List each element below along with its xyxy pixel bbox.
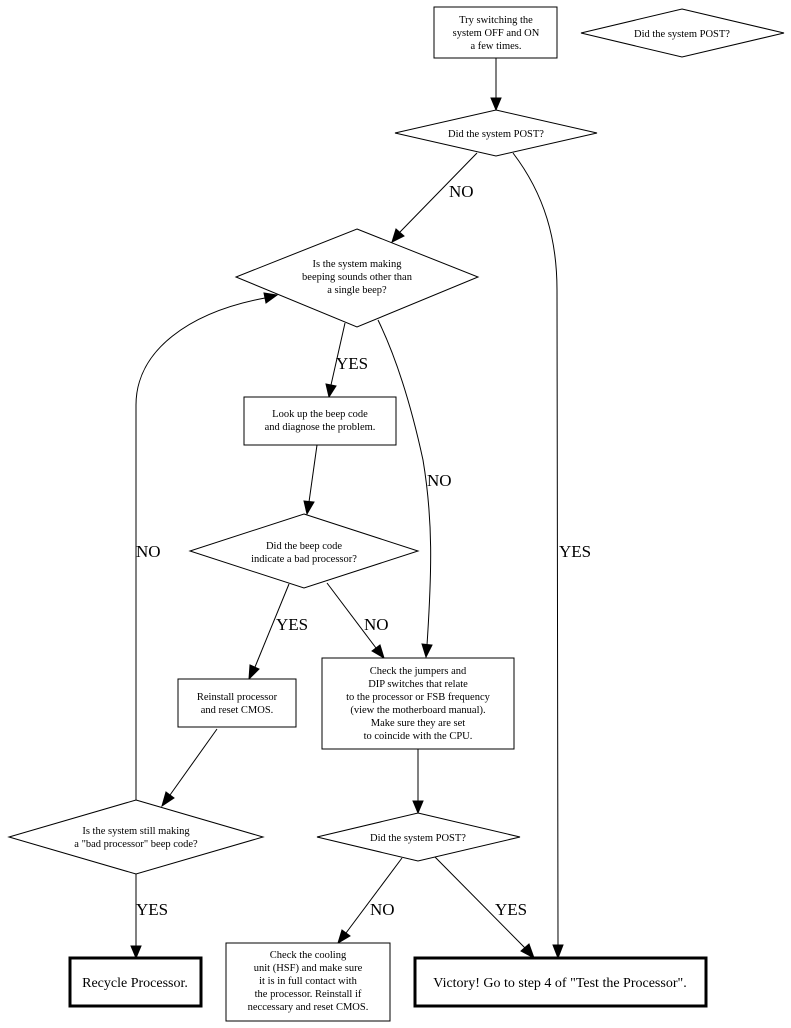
edge-bad-proc-to-jumpers: NO — [326, 582, 389, 660]
node-post1: Did the system POST? — [394, 109, 598, 157]
svg-text:Recycle Processor.: Recycle Processor. — [82, 976, 188, 991]
svg-text:beeping sounds other than: beeping sounds other than — [302, 272, 413, 283]
svg-text:Check the cooling: Check the cooling — [270, 950, 347, 961]
svg-text:and reset CMOS.: and reset CMOS. — [201, 705, 274, 716]
node-jumpers: Check the jumpers and DIP switches that … — [321, 657, 515, 750]
edge-label-bad-proc-no: NO — [364, 615, 389, 634]
edge-beeping-to-jumpers: NO — [377, 319, 452, 659]
svg-text:DIP switches that relate: DIP switches that relate — [368, 679, 468, 690]
edge-label-post2-yes: YES — [495, 900, 527, 919]
edge-label-post1-no: NO — [449, 182, 474, 201]
edge-beeping-to-lookup: YES — [325, 322, 368, 399]
edge-label-still-beep-no: NO — [136, 542, 161, 561]
edge-still-beep-to-beeping: NO — [135, 292, 279, 800]
svg-text:and diagnose the problem.: and diagnose the problem. — [265, 422, 376, 433]
svg-text:Did the beep code: Did the beep code — [266, 541, 342, 552]
edges: NO YES YES NO YES — [130, 58, 591, 960]
edge-label-beeping-yes: YES — [336, 354, 368, 373]
svg-text:a single beep?: a single beep? — [327, 285, 387, 296]
svg-text:Is the system making: Is the system making — [313, 259, 403, 270]
edge-post1-to-victory: YES — [512, 152, 591, 960]
edge-jumpers-to-post2 — [412, 749, 424, 815]
svg-text:a few times.: a few times. — [470, 41, 521, 52]
svg-text:to the processor or FSB freque: to the processor or FSB frequency — [346, 692, 491, 703]
edge-post2-to-cooling: NO — [337, 857, 403, 945]
svg-text:Victory! Go to step 4 of "Test: Victory! Go to step 4 of "Test the Proce… — [433, 976, 686, 991]
node-beeping: Is the system making beeping sounds othe… — [234, 228, 480, 328]
svg-text:Check the jumpers and: Check the jumpers and — [370, 666, 467, 677]
node-post2: Did the system POST? — [316, 812, 521, 862]
svg-text:indicate a bad processor?: indicate a bad processor? — [251, 554, 357, 565]
edge-label-still-beep-yes: YES — [136, 900, 168, 919]
svg-text:to coincide with the CPU.: to coincide with the CPU. — [364, 731, 473, 742]
node-legend-post: Did the system POST? — [580, 8, 785, 58]
svg-text:Did the system POST?: Did the system POST? — [448, 129, 544, 140]
edge-label-post2-no: NO — [370, 900, 395, 919]
edge-post2-to-victory: YES — [434, 856, 535, 960]
edge-bad-proc-to-reinstall: YES — [248, 583, 308, 681]
svg-text:Try switching the: Try switching the — [459, 15, 533, 26]
node-recycle: Recycle Processor. — [68, 956, 203, 1008]
svg-text:Look up the beep code: Look up the beep code — [272, 409, 368, 420]
edge-label-bad-proc-yes: YES — [276, 615, 308, 634]
svg-text:a "bad processor" beep code?: a "bad processor" beep code? — [74, 839, 198, 850]
svg-text:Is the system still making: Is the system still making — [82, 826, 190, 837]
svg-text:unit (HSF) and make sure: unit (HSF) and make sure — [254, 963, 363, 974]
edge-lookup-to-bad-proc — [303, 444, 318, 516]
svg-text:Did the system POST?: Did the system POST? — [634, 29, 730, 40]
svg-text:neccessary and reset CMOS.: neccessary and reset CMOS. — [248, 1002, 369, 1013]
edge-label-beeping-no: NO — [427, 471, 452, 490]
node-cooling: Check the cooling unit (HSF) and make su… — [225, 942, 391, 1022]
node-power-cycle: Try switching the system OFF and ON a fe… — [433, 6, 558, 59]
edge-reinstall-to-still-beep — [161, 728, 218, 808]
node-reinstall: Reinstall processor and reset CMOS. — [177, 678, 297, 728]
node-victory: Victory! Go to step 4 of "Test the Proce… — [413, 956, 708, 1008]
edge-label-post1-yes: YES — [559, 542, 591, 561]
svg-text:(view the motherboard manual).: (view the motherboard manual). — [350, 705, 485, 716]
nodes: Try switching the system OFF and ON a fe… — [7, 6, 785, 1022]
svg-text:the processor. Reinstall if: the processor. Reinstall if — [255, 989, 362, 1000]
svg-text:Did the system POST?: Did the system POST? — [370, 833, 466, 844]
edge-still-beep-to-recycle: YES — [130, 874, 168, 960]
node-lookup: Look up the beep code and diagnose the p… — [243, 396, 397, 446]
svg-text:system OFF and ON: system OFF and ON — [453, 28, 540, 39]
svg-text:Make sure they are set: Make sure they are set — [371, 718, 466, 729]
edge-power-cycle-to-post1 — [490, 58, 502, 112]
svg-text:it is in full contact with: it is in full contact with — [259, 976, 357, 987]
edge-post1-to-beeping: NO — [391, 152, 478, 243]
node-bad-proc: Did the beep code indicate a bad process… — [188, 513, 420, 589]
svg-text:Reinstall processor: Reinstall processor — [197, 692, 278, 703]
node-still-beep: Is the system still making a "bad proces… — [7, 799, 265, 875]
